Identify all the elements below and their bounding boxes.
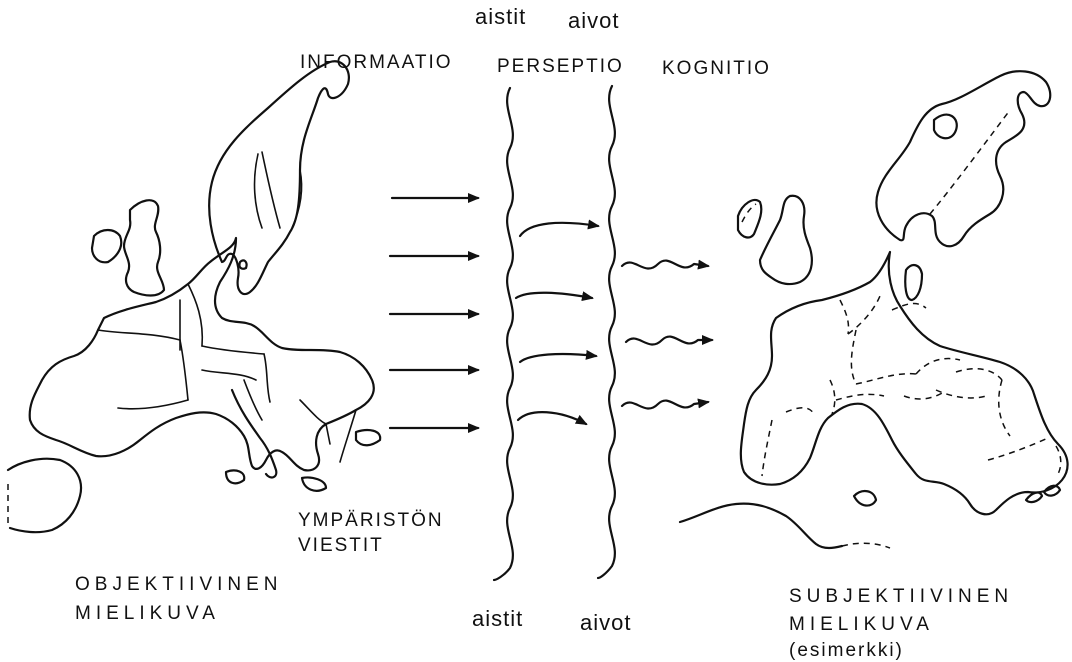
label-esimerkki: (esimerkki) — [789, 640, 904, 661]
label-subjektiivinen-line1: SUBJEKTIIVINEN — [789, 586, 1014, 607]
europe-map-subjective-icon — [678, 70, 1069, 550]
perception-arrows — [514, 219, 600, 426]
label-aivot-bottom: aivot — [580, 610, 632, 635]
label-informaatio: INFORMAATIO — [300, 52, 453, 73]
information-arrows — [388, 193, 480, 433]
label-subjektiivinen-line2: MIELIKUVA — [789, 614, 934, 635]
cognition-arrows — [620, 259, 714, 410]
label-objektiivinen-line2: MIELIKUVA — [75, 603, 220, 624]
label-ymparisto-line2: VIESTIT — [298, 535, 384, 556]
aivot-boundary-line — [596, 84, 616, 580]
sense-brain-boundaries — [492, 84, 616, 582]
wavy-arrow-right-icon-3 — [620, 398, 710, 410]
curved-arrow-icon-2 — [514, 291, 594, 302]
label-perseptio: PERSEPTIO — [497, 56, 624, 77]
label-aivot-top: aivot — [568, 8, 620, 33]
curved-arrow-icon-1 — [518, 219, 600, 238]
label-aistit-bottom: aistit — [472, 606, 524, 631]
wavy-arrow-right-icon-2 — [624, 335, 714, 346]
label-ymparisto-line1: YMPÄRISTÖN — [298, 510, 444, 531]
label-aistit-top: aistit — [475, 4, 527, 29]
curved-arrow-icon-4 — [516, 411, 588, 426]
label-objektiivinen-line1: OBJEKTIIVINEN — [75, 574, 283, 595]
curved-arrow-icon-3 — [518, 349, 598, 364]
aistit-boundary-line — [492, 86, 514, 582]
label-kognitio: KOGNITIO — [662, 58, 771, 79]
wavy-arrow-right-icon-1 — [620, 259, 710, 270]
europe-map-objective-icon — [6, 60, 382, 534]
